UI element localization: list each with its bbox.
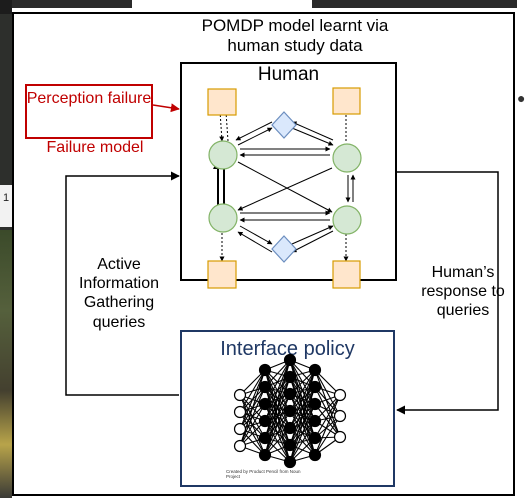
nn-neuron	[333, 388, 347, 402]
nn-neuron	[283, 455, 297, 469]
interface-policy-label: Interface policy	[220, 338, 355, 360]
nn-neuron	[308, 380, 322, 394]
observation-node	[207, 88, 237, 116]
background-photo-left: 1	[0, 0, 12, 498]
nn-neuron	[283, 353, 297, 367]
perception-failure-box	[25, 84, 153, 139]
response-arrow	[396, 171, 499, 415]
action-node	[271, 235, 297, 263]
nn-neuron	[233, 388, 247, 402]
active-info-gathering-label: Active Information Gathering queries	[78, 256, 160, 331]
background-photo-top	[12, 0, 517, 14]
observation-node	[332, 260, 361, 289]
state-node	[208, 140, 238, 170]
nn-neuron	[333, 409, 347, 423]
pomdp-graph	[213, 110, 356, 262]
nn-neuron	[258, 448, 272, 462]
human-label: Human	[257, 64, 320, 85]
neural-network-icon	[233, 353, 347, 469]
nn-neuron	[283, 387, 297, 401]
human-box	[180, 62, 397, 281]
nn-neuron	[308, 397, 322, 411]
state-node	[208, 203, 238, 233]
nn-neuron	[283, 370, 297, 384]
nn-neuron	[283, 404, 297, 418]
nn-neuron	[283, 438, 297, 452]
state-node	[332, 205, 362, 235]
observation-nodes	[207, 87, 361, 289]
pomdp-title: POMDP model learnt via human study data	[201, 16, 389, 56]
perception-arrow	[152, 103, 180, 113]
nn-neuron	[308, 414, 322, 428]
background-fragment: 1	[3, 192, 10, 204]
nn-neuron	[233, 422, 247, 436]
action-node	[271, 111, 297, 139]
nn-neuron	[258, 431, 272, 445]
nn-neuron	[258, 380, 272, 394]
nn-neuron	[233, 405, 247, 419]
nn-neuron	[233, 439, 247, 453]
nn-neuron	[333, 430, 347, 444]
query-arrow	[65, 171, 180, 396]
nn-neuron	[283, 421, 297, 435]
state-node	[332, 143, 362, 173]
nn-neuron	[308, 363, 322, 377]
nn-neuron	[258, 363, 272, 377]
nn-neuron	[308, 448, 322, 462]
nn-neuron	[308, 431, 322, 445]
observation-node	[207, 260, 237, 289]
failure-model-label: Failure model	[46, 139, 144, 156]
state-nodes	[208, 140, 362, 235]
observation-node	[332, 87, 361, 115]
action-nodes	[271, 111, 297, 263]
icon-credit: Created by Product Pencil from Noun Proj…	[226, 469, 301, 479]
nn-neuron	[258, 414, 272, 428]
nn-neuron	[258, 397, 272, 411]
perception-failure-label: Perception failure	[26, 90, 152, 107]
background-right-margin: ●	[517, 0, 527, 498]
human-response-label: Human’s response to queries	[421, 264, 505, 320]
